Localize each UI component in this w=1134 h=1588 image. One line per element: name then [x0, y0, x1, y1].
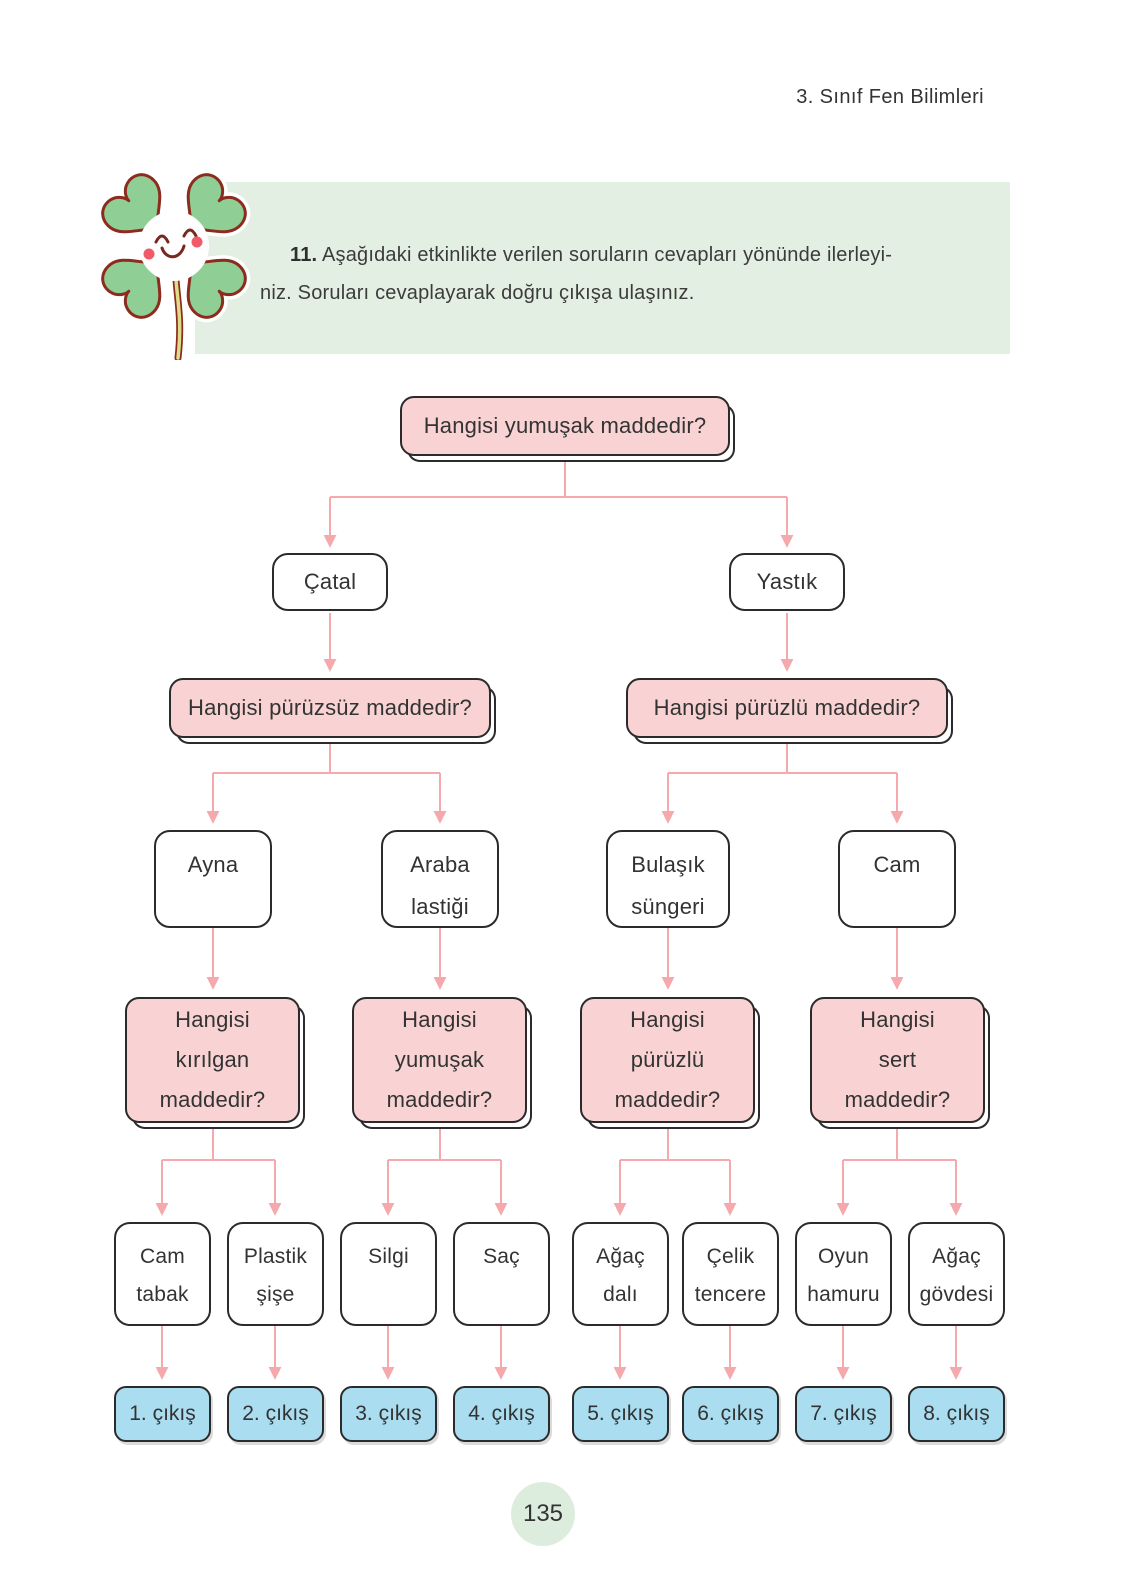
exit-2-node: 2. çıkış	[227, 1386, 324, 1442]
exit-5-node: 5. çıkış	[572, 1386, 669, 1442]
answer-araba-lastigi-node: Araba lastiği	[381, 830, 499, 928]
exit-1-node: 1. çıkış	[114, 1386, 211, 1442]
exit-3-node: 3. çıkış	[340, 1386, 437, 1442]
question-puruzlu2-node: Hangisi pürüzlü maddedir?	[580, 997, 755, 1123]
instruction-line-2: niz. Soruları cevaplayarak doğru çıkışa …	[260, 282, 695, 304]
question-kirilgan-node: Hangisi kırılgan maddedir?	[125, 997, 300, 1123]
answer-celik-tencere-node: Çelik tencere	[682, 1222, 779, 1326]
answer-cam-node: Cam	[838, 830, 956, 928]
exit-8-node: 8. çıkış	[908, 1386, 1005, 1442]
page-number: 135	[522, 1500, 564, 1527]
clover-character-icon	[97, 169, 251, 360]
answer-catal-label: Çatal	[303, 569, 357, 594]
page-number-badge: 135	[511, 1482, 575, 1546]
instruction-text: 11. Aşağıdaki etkinlikte verilen sorular…	[260, 236, 985, 312]
answer-ayna-node: Ayna	[154, 830, 272, 928]
instruction-number: 11.	[290, 244, 318, 266]
question-root-node: Hangisi yumuşak maddedir?	[400, 396, 730, 456]
exit-6-node: 6. çıkış	[682, 1386, 779, 1442]
answer-agac-dali-node: Ağaç dalı	[572, 1222, 669, 1326]
instruction-banner	[195, 182, 1010, 354]
answer-yastik-node: Yastık	[729, 553, 845, 611]
exit-7-node: 7. çıkış	[795, 1386, 892, 1442]
instruction-line-1: 11. Aşağıdaki etkinlikte verilen sorular…	[290, 244, 893, 266]
answer-catal-node: Çatal	[272, 553, 388, 611]
question-puruzsuz-node: Hangisi pürüzsüz maddedir?	[169, 678, 491, 738]
answer-sac-node: Saç	[453, 1222, 550, 1326]
question-puruzlu-label: Hangisi pürüzlü maddedir?	[653, 695, 921, 720]
answer-plastik-sise-node: Plastik şişe	[227, 1222, 324, 1326]
question-puruzsuz-label: Hangisi pürüzsüz maddedir?	[187, 695, 472, 720]
exit-4-node: 4. çıkış	[453, 1386, 550, 1442]
question-yumusak-node: Hangisi yumuşak maddedir?	[352, 997, 527, 1123]
answer-cam-tabak-node: Cam tabak	[114, 1222, 211, 1326]
question-root-label: Hangisi yumuşak maddedir?	[423, 413, 707, 438]
answer-bulasik-sungeri-node: Bulaşık süngeri	[606, 830, 730, 928]
answer-agac-govdesi-node: Ağaç gövdesi	[908, 1222, 1005, 1326]
answer-yastik-label: Yastık	[756, 569, 818, 594]
page-header-course-title: 3. Sınıf Fen Bilimleri	[796, 86, 984, 108]
answer-oyun-hamuru-node: Oyun hamuru	[795, 1222, 892, 1326]
question-sert-node: Hangisi sert maddedir?	[810, 997, 985, 1123]
question-puruzlu-node: Hangisi pürüzlü maddedir?	[626, 678, 948, 738]
answer-silgi-node: Silgi	[340, 1222, 437, 1326]
